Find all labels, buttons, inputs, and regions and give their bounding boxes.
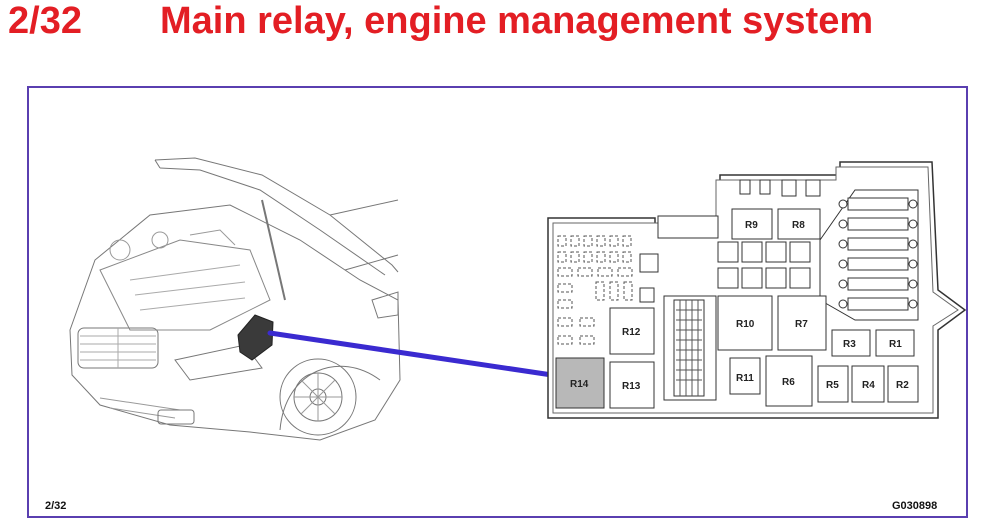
relay-label-r9: R9 <box>745 220 758 231</box>
diagram-frame <box>27 86 968 518</box>
page-title: Main relay, engine management system <box>160 0 874 42</box>
pointer-line <box>267 330 575 381</box>
relay-box <box>547 161 967 419</box>
relay-label-r6: R6 <box>782 377 795 388</box>
footer-page-number: 2/32 <box>45 500 67 512</box>
engine-bay-relay-box-highlight <box>237 314 274 361</box>
relay-label-r14: R14 <box>570 379 589 390</box>
relay-label-r8: R8 <box>792 220 805 231</box>
relay-r14-highlight <box>555 357 605 409</box>
relay-label-r5: R5 <box>826 380 839 391</box>
page-header: 2/32 Main relay, engine management syste… <box>0 0 981 58</box>
relay-label-r4: R4 <box>862 380 875 391</box>
relay-label-r10: R10 <box>736 319 755 330</box>
relay-labels: R9 R8 R10 R7 R3 R1 R12 R14 R13 R11 R6 R5… <box>570 220 909 392</box>
relay-label-r7: R7 <box>795 319 808 330</box>
relay-label-r11: R11 <box>736 373 754 384</box>
relay-label-r1: R1 <box>889 339 902 350</box>
car-illustration <box>69 157 401 441</box>
page-number: 2/32 <box>8 0 82 42</box>
relay-label-r2: R2 <box>896 380 909 391</box>
relay-label-r3: R3 <box>843 339 856 350</box>
figure-code: G030898 <box>892 500 938 512</box>
relay-label-r13: R13 <box>622 381 641 392</box>
relay-label-r12: R12 <box>622 327 641 338</box>
